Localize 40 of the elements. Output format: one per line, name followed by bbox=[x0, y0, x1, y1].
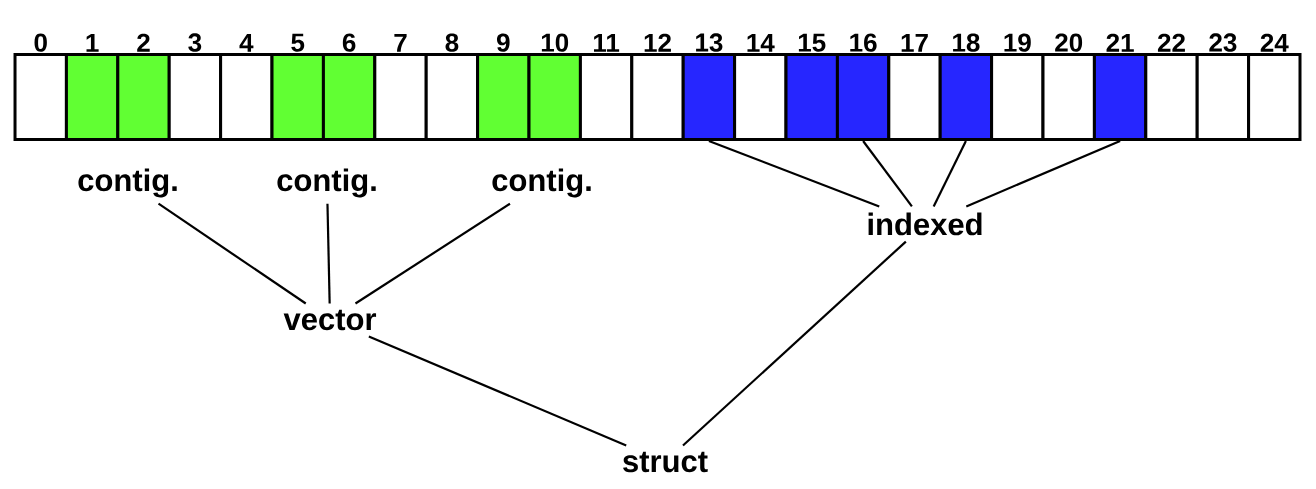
node-label: 15 bbox=[798, 33, 826, 52]
node-label: 14 bbox=[747, 33, 775, 52]
node-label: 22 bbox=[1157, 33, 1185, 52]
node-label: 18 bbox=[953, 33, 980, 52]
node-label: 19 bbox=[1004, 33, 1031, 52]
node-label: 1 bbox=[86, 33, 99, 52]
text-label: contig. bbox=[492, 168, 591, 198]
node-label: 10 bbox=[541, 33, 569, 52]
node-label: 4 bbox=[239, 33, 254, 52]
node-label: 23 bbox=[1209, 33, 1237, 52]
node-label: 7 bbox=[394, 33, 407, 52]
connector-line bbox=[326, 203, 331, 304]
node-label: 3 bbox=[188, 33, 202, 52]
node-label: 12 bbox=[644, 33, 671, 52]
node-label: 17 bbox=[901, 33, 928, 52]
node-label: 11 bbox=[594, 33, 620, 52]
text-label: contig. bbox=[277, 168, 376, 198]
text-label: indexed bbox=[868, 212, 982, 236]
connector-line bbox=[157, 202, 307, 305]
node-label: 21 bbox=[1106, 33, 1134, 52]
connector-line bbox=[708, 139, 880, 208]
node-label: 5 bbox=[291, 33, 305, 52]
node-label: 24 bbox=[1260, 33, 1289, 52]
node-label: 6 bbox=[342, 33, 356, 52]
node-label: 20 bbox=[1055, 33, 1083, 52]
connector-line bbox=[682, 240, 907, 447]
text-label: contig. bbox=[78, 168, 177, 198]
node-label: 2 bbox=[137, 33, 150, 52]
connector-line bbox=[862, 140, 913, 208]
text-label: vector bbox=[283, 309, 377, 331]
connector-line bbox=[368, 335, 627, 447]
node-label: 16 bbox=[850, 33, 877, 52]
node-label: 9 bbox=[496, 33, 510, 52]
text-label: struct bbox=[623, 451, 708, 473]
connector-line bbox=[965, 140, 1121, 208]
connector-line bbox=[354, 202, 511, 305]
node-label: 8 bbox=[445, 33, 459, 52]
node-label: 0 bbox=[34, 33, 47, 52]
node-label: 13 bbox=[696, 33, 723, 52]
connector-line bbox=[932, 140, 967, 207]
